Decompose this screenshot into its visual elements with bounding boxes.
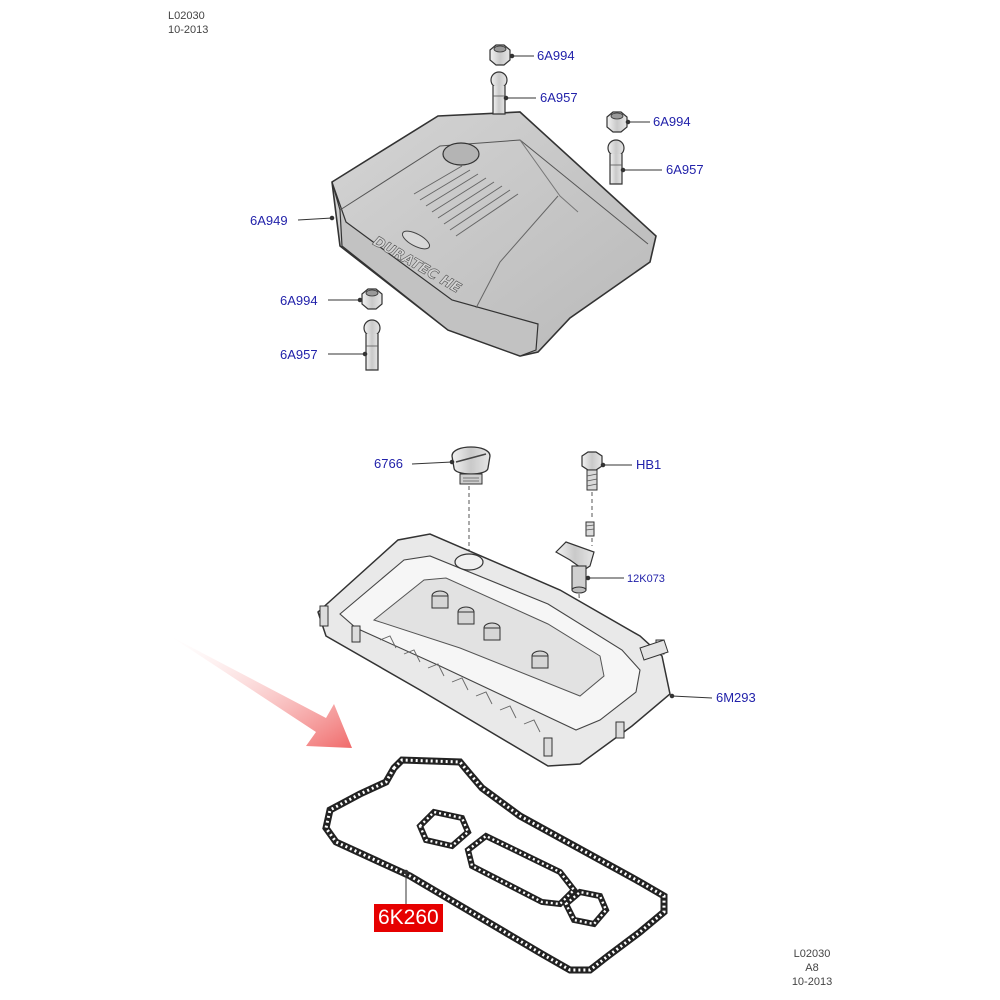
diagram-date-top: 10-2013 (168, 24, 209, 36)
callout-stud-right[interactable]: 6A957 (666, 162, 704, 177)
spring-clip (585, 521, 595, 537)
callout-oil-cap[interactable]: 6766 (374, 456, 403, 471)
diagram-sheet-bottom: A8 (805, 962, 819, 974)
valve-cover-ribs (379, 635, 541, 733)
oil-filler-cap[interactable] (451, 446, 491, 485)
oil-filler-neck (454, 553, 484, 571)
coil-wells (431, 590, 549, 669)
stud-left[interactable] (363, 319, 381, 371)
nut-right[interactable] (606, 111, 628, 133)
gasket-inner-seals (416, 808, 610, 928)
ford-oval-logo (401, 230, 431, 250)
callout-valve-cover[interactable]: 6M293 (716, 690, 756, 705)
pointer-arrow (170, 636, 352, 748)
callout-nut-right[interactable]: 6A994 (653, 114, 691, 129)
diagram-code-bottom: L02030 (793, 948, 831, 960)
nut-top[interactable] (489, 44, 511, 66)
callout-stud-top[interactable]: 6A957 (540, 90, 578, 105)
diagram-date-bottom: 10-2013 (791, 976, 833, 988)
callout-stud-left[interactable]: 6A957 (280, 347, 318, 362)
callout-nut-left[interactable]: 6A994 (280, 293, 318, 308)
callout-cam-sensor[interactable]: 12K073 (627, 573, 665, 585)
diagram-code-top: L02030 (168, 10, 205, 22)
bolt[interactable] (581, 451, 603, 491)
valve-cover-gasket[interactable] (322, 756, 668, 974)
stud-right[interactable] (607, 139, 625, 185)
leader-lines (297, 53, 713, 904)
callout-gasket-highlighted[interactable]: 6K260 (374, 904, 443, 932)
stud-top[interactable] (490, 71, 508, 115)
diagram-id-top: L02030 10-2013 (168, 9, 208, 37)
callout-nut-top[interactable]: 6A994 (537, 48, 575, 63)
callout-bolt[interactable]: HB1 (636, 457, 662, 472)
diagram-id-bottom: L02030 A8 10-2013 (780, 947, 844, 989)
valve-cover[interactable] (317, 533, 671, 767)
cover-oil-access-hole (442, 142, 480, 166)
cover-vent-grille (413, 165, 519, 237)
camshaft-sensor[interactable] (555, 541, 595, 594)
engine-cover[interactable]: DURATEC HE (331, 111, 657, 357)
callout-engine-cover[interactable]: 6A949 (250, 213, 288, 228)
nut-left[interactable] (361, 288, 383, 310)
